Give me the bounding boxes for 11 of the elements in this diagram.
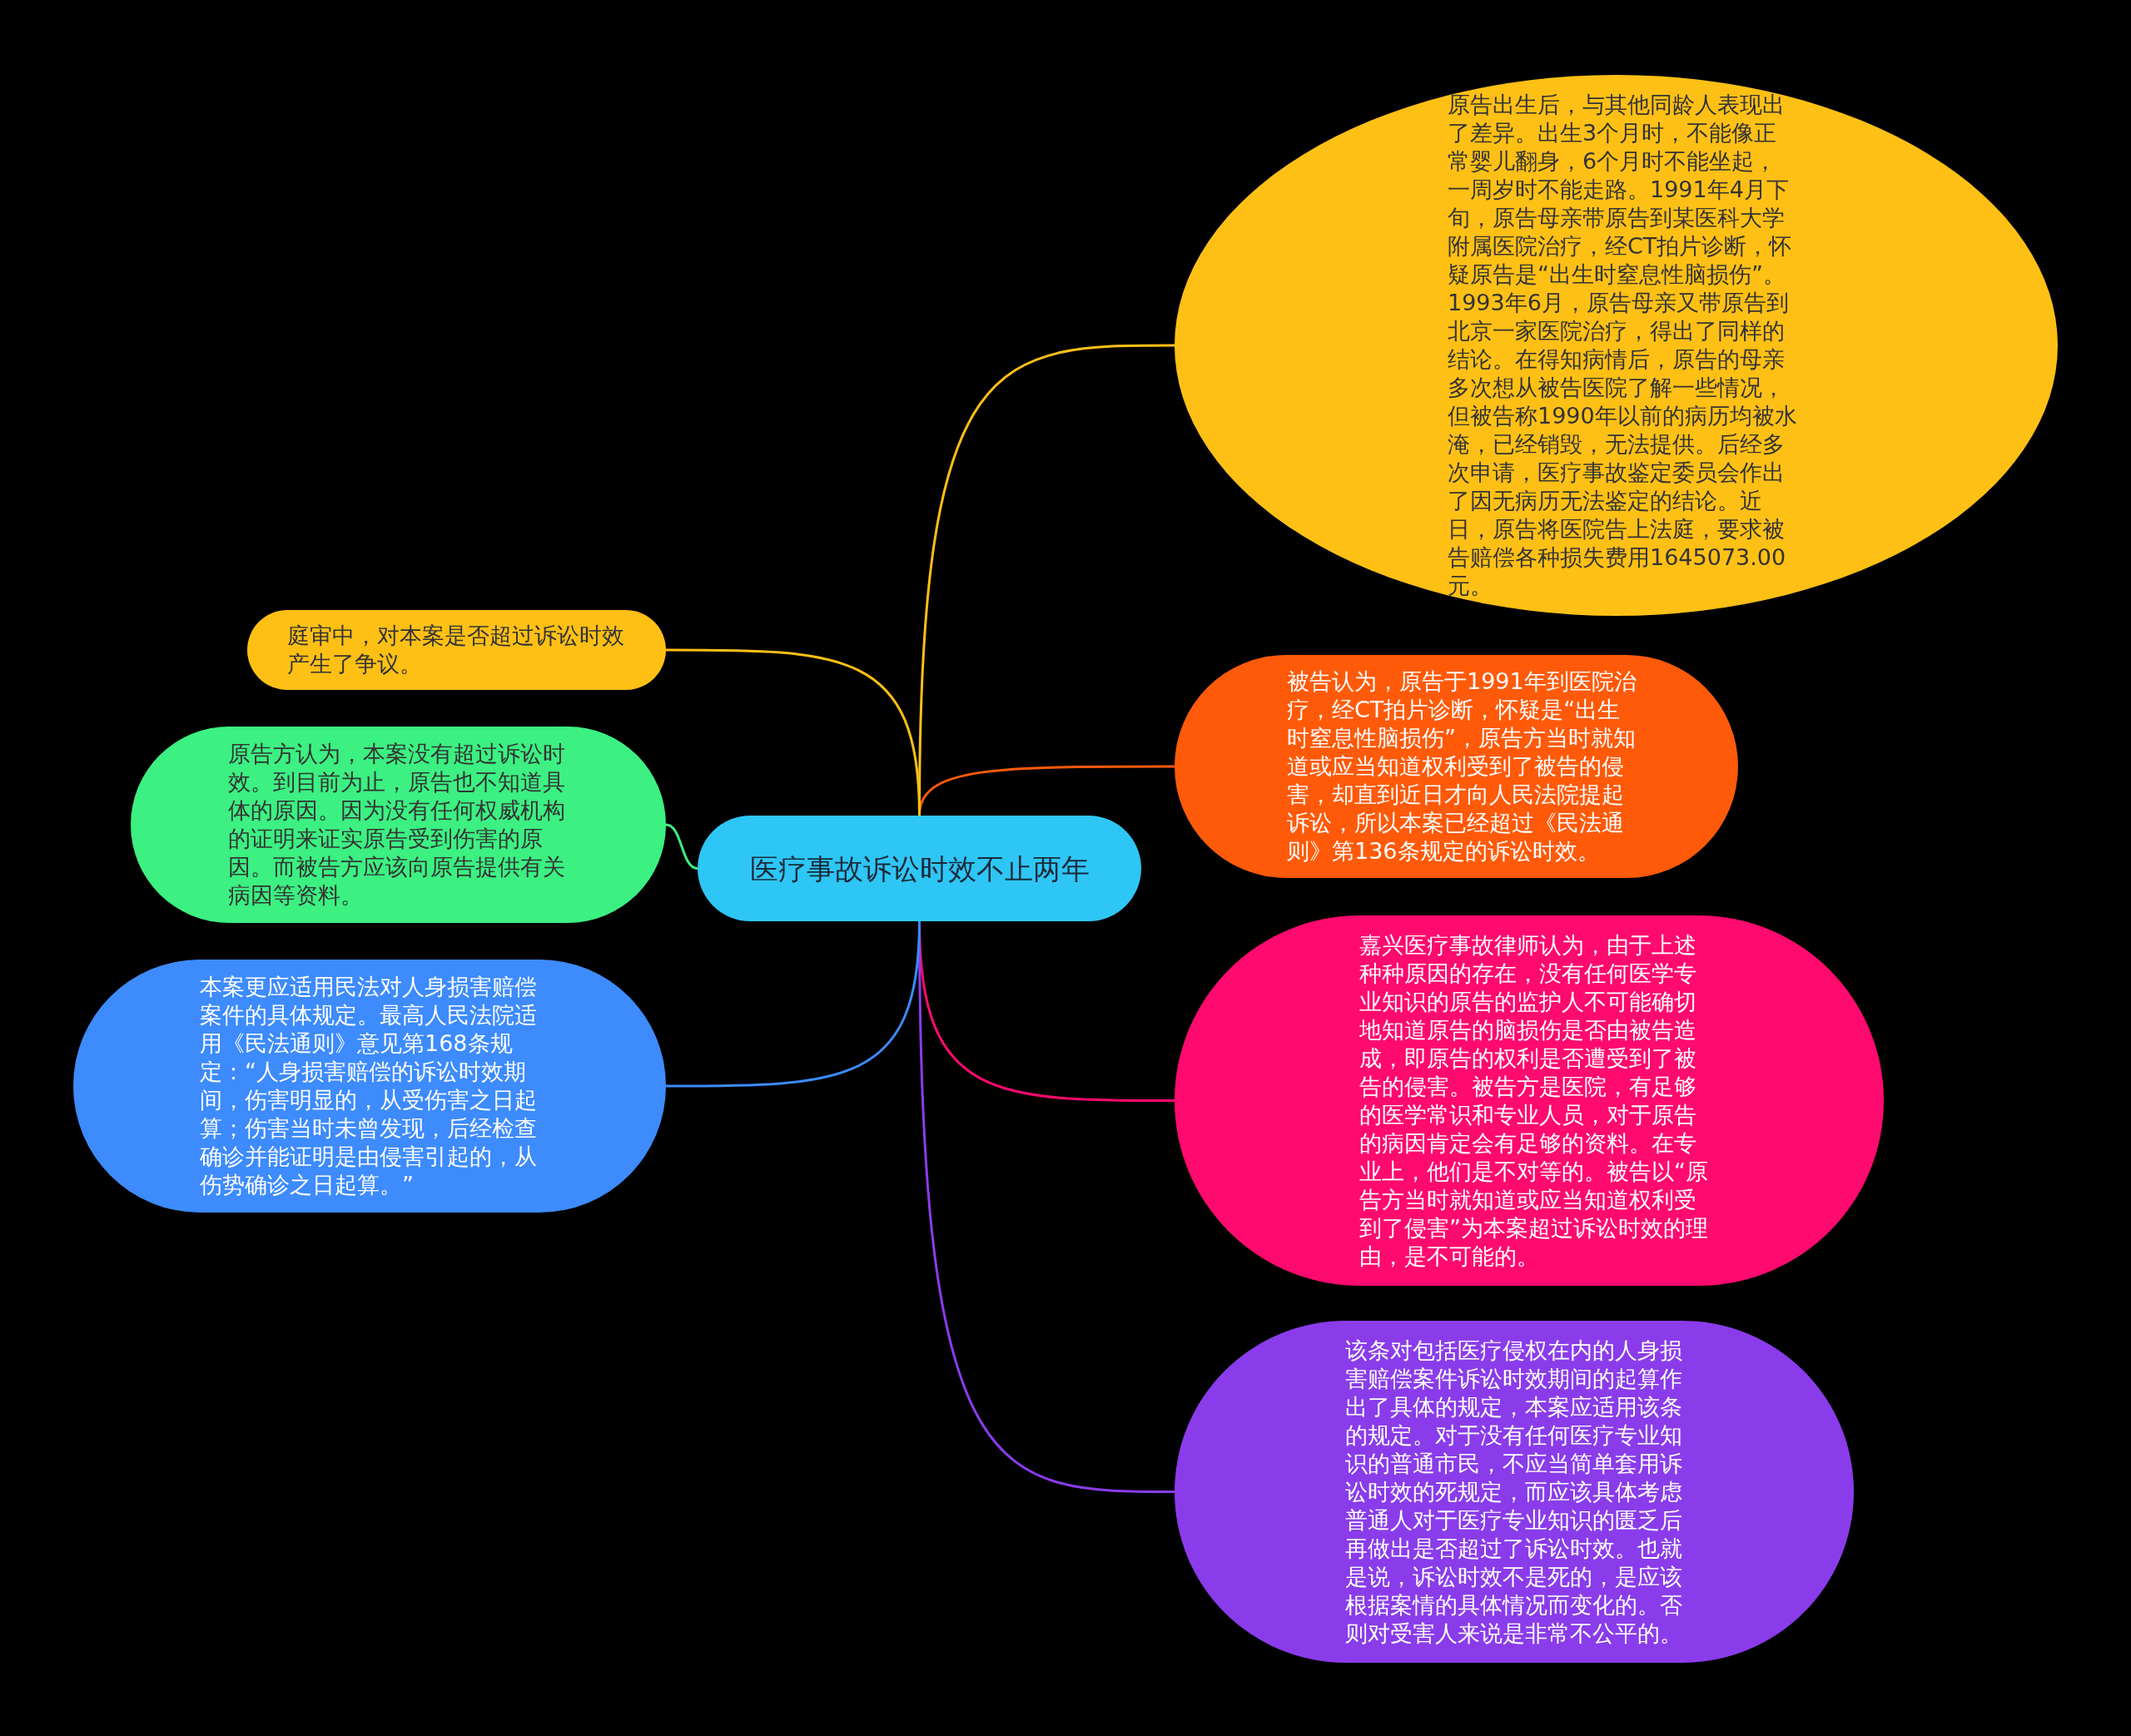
topic-bubble: 庭审中，对本案是否超过诉讼时效产生了争议。 — [247, 610, 666, 690]
topic-bubble: 该条对包括医疗侵权在内的人身损害赔偿案件诉讼时效期间的起算作出了具体的规定，本案应适用该条的规定。对于没有任何医疗专业知识的普通市民，不应当简单套用诉讼时效的死规定，而应该具体考虑普通人对于医疗专业知识的匮乏后再做出是否超过了诉讼时效。也就是说，诉讼时效不是死的，是应该根据案情的具体情况而变化的。否则对受害人来说是非常不公平的。 — [1175, 1321, 1854, 1663]
topic-bubble: 本案更应适用民法对人身损害赔偿案件的具体规定。最高人民法院适用《民法通则》意见第168条规定：“人身损害赔偿的诉讼时效期间，伤害明显的，从受伤害之日起算；伤害当时未曾发现，后经检查确诊并能证明是由侵害引起的，从伤势确诊之日起算。” — [73, 960, 666, 1213]
topic-bubble: 原告方认为，本案没有超过诉讼时效。到目前为止，原告也不知道具体的原因。因为没有任何权威机构的证明来证实原告受到伤害的原因。而被告方应该向原告提供有关病因等资料。 — [131, 727, 666, 923]
topic-bubble: 被告认为，原告于1991年到医院治疗，经CT拍片诊断，怀疑是“出生时窒息性脑损伤”，原告方当时就知道或应当知道权利受到了被告的侵害，却直到近日才向人民法院提起诉讼，所以本案已经超过《民法通则》第136条规定的诉讼时效。 — [1175, 655, 1738, 878]
topic-bubble: 嘉兴医疗事故律师认为，由于上述种种原因的存在，没有任何医学专业知识的原告的监护人不可能确切地知道原告的脑损伤是否由被告造成，即原告的权利是否遭受到了被告的侵害。被告方是医院，有足够的医学常识和专业人员，对于原告的病因肯定会有足够的资料。在专业上，他们是不对等的。被告以“原告方当时就知道或应当知道权利受到了侵害”为本案超过诉讼时效的理由，是不可能的。 — [1175, 915, 1884, 1286]
central-topic-bubble: 医疗事故诉讼时效不止两年 — [698, 816, 1141, 921]
topic-bubble: 原告出生后，与其他同龄人表现出了差异。出生3个月时，不能像正常婴儿翻身，6个月时不能坐起，一周岁时不能走路。1991年4月下旬，原告母亲带原告到某医科大学附属医院治疗，经CT拍片诊断，怀疑原告是“出生时窒息性脑损伤”。1993年6月，原告母亲又带原告到北京一家医院治疗，得出了同样的结论。在得知病情后，原告的母亲多次想从被告医院了解一些情况，但被告称1990年以前的病历均被水淹，已经销毁，无法提供。后经多次申请，医疗事故鉴定委员会作出了因无病历无法鉴定的结论。近日，原告将医院告上法庭，要求被告赔偿各种损失费用1645073.00元。 — [1175, 75, 2058, 616]
connector-line — [666, 920, 921, 1088]
connector-line — [665, 823, 698, 870]
connector-line — [666, 648, 921, 816]
